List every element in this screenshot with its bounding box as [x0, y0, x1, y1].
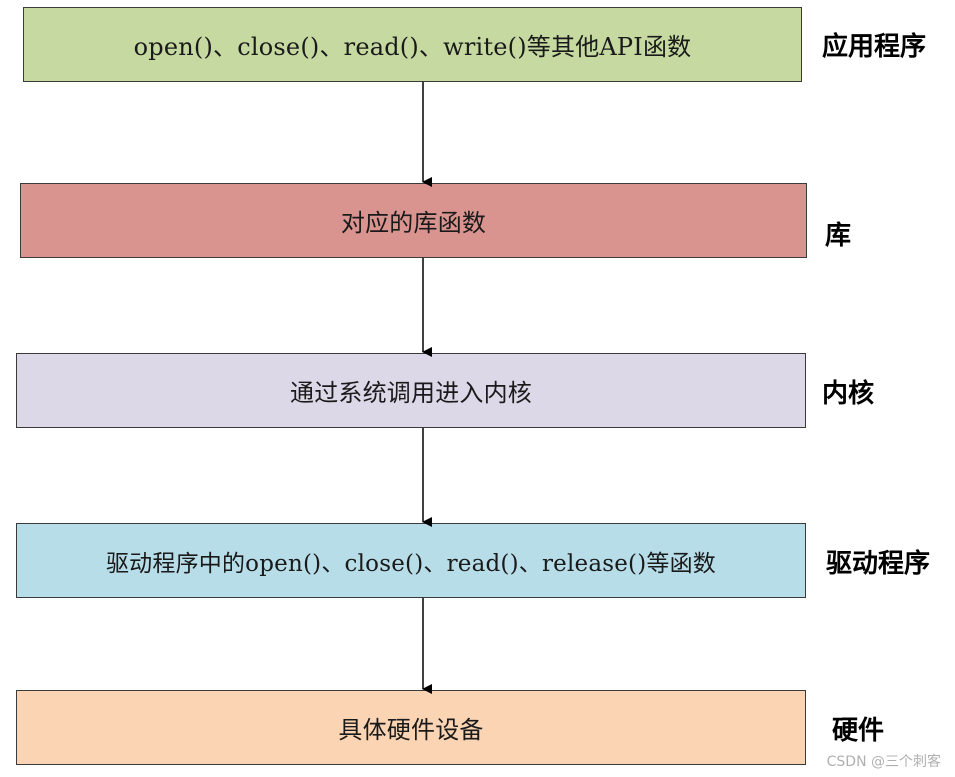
- application-layer-label: 应用程序: [822, 32, 927, 62]
- kernel-layer-text: 通过系统调用进入内核: [290, 379, 532, 407]
- hardware-layer-text: 具体硬件设备: [338, 716, 484, 744]
- driver-layer-text: 驱动程序中的open()、close()、read()、release()等函数: [105, 550, 717, 577]
- kernel-layer-label: 内核: [822, 379, 875, 409]
- driver-layer-label: 驱动程序: [826, 549, 931, 579]
- library-layer-text: 对应的库函数: [340, 209, 487, 237]
- hardware-layer-box: 具体硬件设备: [16, 690, 806, 765]
- application-layer-text: open()、close()、read()、write()等其他API函数: [133, 33, 692, 61]
- library-layer-label: 库: [825, 221, 852, 251]
- hardware-layer-label: 硬件: [832, 716, 885, 746]
- library-layer-box: 对应的库函数: [20, 183, 807, 258]
- watermark: CSDN @三个刺客: [826, 754, 941, 770]
- application-layer-box: open()、close()、read()、write()等其他API函数: [23, 7, 802, 82]
- driver-layer-box: 驱动程序中的open()、close()、read()、release()等函数: [16, 523, 806, 598]
- kernel-layer-box: 通过系统调用进入内核: [16, 353, 806, 428]
